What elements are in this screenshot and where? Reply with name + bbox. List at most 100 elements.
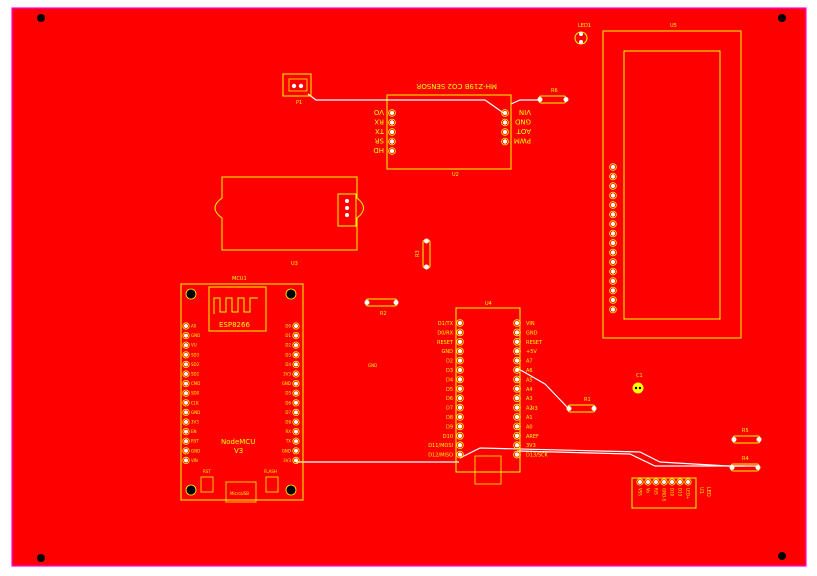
pin-label: GND-S	[662, 488, 667, 502]
pad	[457, 405, 463, 410]
pin-label: D0	[285, 324, 291, 329]
r2-pad	[364, 300, 370, 305]
r1-resistor[interactable]: R1	[566, 397, 597, 413]
pad-ring	[292, 447, 300, 455]
pad-ring	[456, 328, 464, 337]
pad	[184, 343, 188, 348]
mcu1-mount-hole	[185, 288, 197, 300]
pad	[457, 386, 463, 391]
pad-ring	[684, 478, 692, 486]
pin-label: RX	[374, 118, 384, 126]
pad	[184, 420, 188, 424]
c1-capacitor[interactable]: C1	[632, 373, 644, 394]
pin-label: R/S	[654, 488, 659, 495]
r6-resistor[interactable]: R6	[537, 88, 569, 104]
pad	[457, 433, 463, 438]
pad	[514, 452, 520, 457]
mcu1-mount-hole	[285, 484, 297, 496]
pad	[457, 443, 463, 448]
pad	[294, 410, 298, 415]
mcu1-nodemcu[interactable]: MCU1 ESP8266 NodeMCU V3 RST FLASH MicroU…	[180, 276, 304, 503]
r4-resistor[interactable]: R4	[729, 456, 761, 472]
pin-label: A5	[526, 377, 533, 383]
pad	[654, 480, 658, 484]
pad-ring	[609, 182, 617, 190]
u4-ref: U4	[485, 301, 492, 307]
u4-right-pins: VINGNDRESET+5VA7A6A5A4A3A2A1A0AREF3V3D13…	[513, 319, 549, 459]
pad	[514, 367, 520, 373]
mcu1-mount-hole	[185, 484, 197, 496]
r3-pad	[424, 238, 429, 244]
mounting-hole	[37, 14, 45, 22]
pad-ring	[513, 403, 521, 412]
pin-label: A0	[191, 324, 197, 329]
pin-label: RESET	[437, 340, 454, 346]
pad	[184, 410, 188, 415]
pin-label: SD1	[191, 372, 200, 377]
pad	[514, 414, 520, 420]
trace-u4-r1	[516, 367, 569, 409]
pad-ring	[609, 229, 617, 238]
pad	[294, 400, 298, 405]
u2-title: MH-Z19B CO2 SENSOR	[416, 82, 497, 90]
pad-ring	[609, 191, 617, 200]
pad	[457, 424, 463, 429]
pad	[610, 174, 616, 179]
u4-arduino-nano[interactable]: U4 R3 D1/TXD0/RXRESETGNDD2D3D4D5D6D7D8D9…	[428, 301, 549, 485]
pad	[514, 386, 520, 391]
pad	[184, 372, 188, 376]
pad	[294, 448, 298, 453]
mcu1-mount-hole	[285, 288, 297, 300]
pad-ring	[501, 118, 509, 127]
mounting-hole	[778, 552, 786, 560]
pad	[502, 120, 508, 125]
pin-label: RESET	[526, 340, 543, 346]
pad-ring	[456, 431, 464, 440]
u5-display-module[interactable]: U5	[602, 23, 742, 339]
led1[interactable]: LED1	[574, 23, 591, 45]
pad	[457, 377, 463, 382]
pad-ring	[609, 220, 617, 228]
pin-label: D0/RX	[437, 330, 453, 336]
pad	[610, 250, 616, 255]
u5-ref: U5	[670, 23, 677, 29]
pad-ring	[182, 399, 190, 407]
p1-connector[interactable]: P1	[282, 73, 312, 106]
u5-screen	[623, 50, 721, 320]
pad-ring	[182, 389, 190, 397]
pad-ring	[513, 441, 521, 450]
u3-pad	[345, 199, 349, 203]
pin-label: CMD	[191, 381, 200, 386]
pad-ring	[456, 384, 464, 393]
pad-ring	[292, 341, 300, 349]
r5-resistor[interactable]: R5	[731, 428, 762, 444]
pad	[294, 420, 298, 424]
antenna-icon	[213, 297, 258, 314]
c1-pad	[638, 386, 642, 390]
pin-label: GND	[442, 349, 454, 355]
pad-ring	[501, 128, 509, 136]
r2-resistor[interactable]: R2	[364, 298, 399, 317]
pad	[610, 259, 616, 265]
pad-ring	[182, 408, 190, 416]
r3-resistor[interactable]: R3	[415, 238, 431, 270]
mounting-holes	[37, 14, 786, 562]
pad	[184, 352, 188, 357]
pad	[184, 381, 188, 386]
r3-ref: R3	[415, 250, 421, 257]
u3-module[interactable]: U3	[214, 176, 364, 267]
pad	[514, 358, 520, 363]
r5-pad	[731, 437, 737, 442]
pin-label: AOT	[516, 127, 531, 135]
pin-label: D10	[443, 434, 453, 440]
pad-ring	[501, 137, 509, 146]
pad-ring	[513, 319, 521, 327]
pad-ring	[388, 137, 396, 146]
pad-ring	[456, 394, 464, 403]
pad-ring	[609, 258, 617, 266]
pad-ring	[292, 456, 300, 464]
pin-label: TX	[285, 439, 291, 444]
